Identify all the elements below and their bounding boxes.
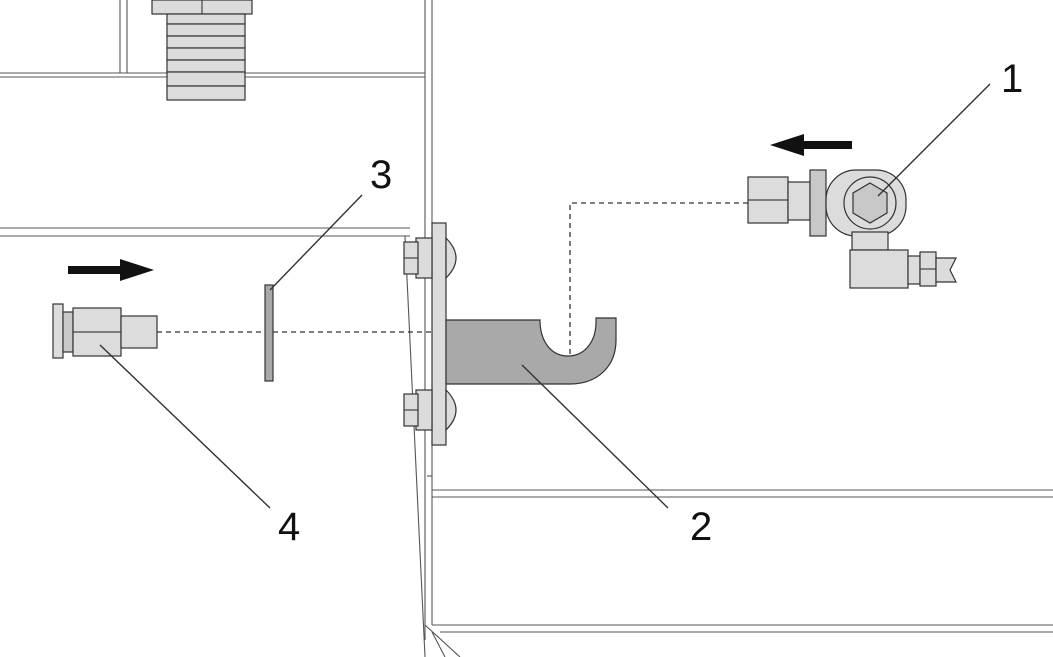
hook-bracket-part-2: [445, 317, 617, 385]
push-in-fitting-part-4: [52, 303, 158, 359]
callout-4: 4: [278, 505, 300, 549]
callout-2: 2: [690, 505, 712, 549]
arrow-left-icon: [770, 134, 852, 156]
callout-3: 3: [370, 153, 392, 197]
top-hose-barb-fitting: [151, 0, 253, 101]
arrow-right-icon: [68, 259, 154, 281]
gasket-part-3: [264, 284, 274, 382]
elbow-fitting-part-1: [747, 169, 957, 289]
leader-lines: [99, 83, 991, 509]
callout-1: 1: [1001, 57, 1023, 101]
alignment-lines: [157, 202, 748, 356]
